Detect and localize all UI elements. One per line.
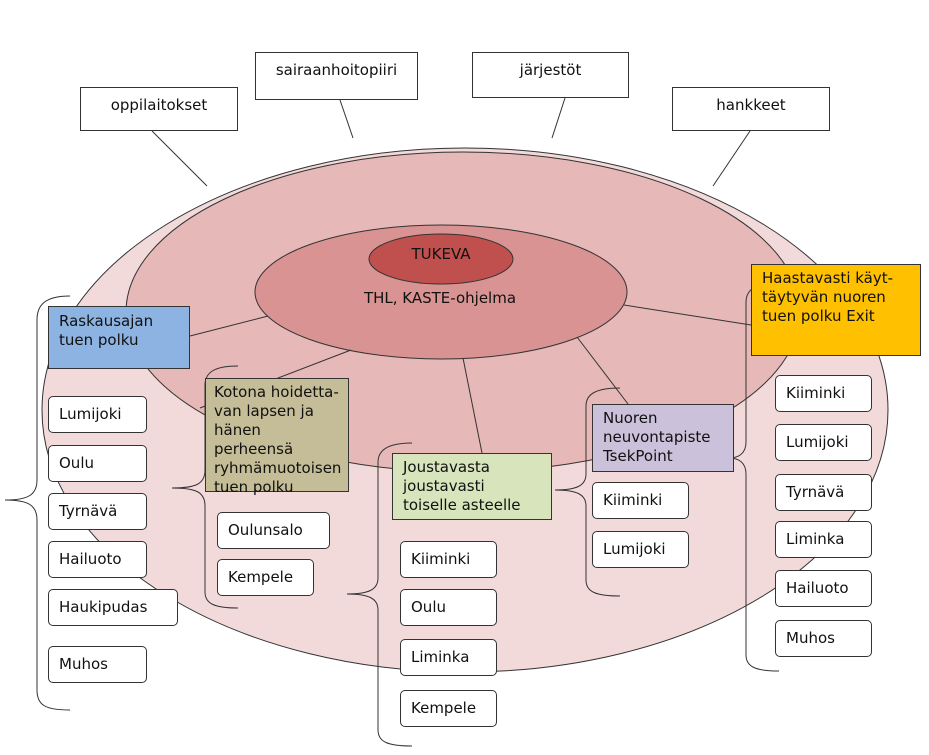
stakeholder-box-sairaanhoitopiiri: sairaanhoitopiiri: [255, 52, 418, 100]
place-challenging-tyrnava: Tyrnävä: [775, 474, 872, 511]
place-flexible-kiiminki: Kiiminki: [400, 541, 497, 578]
path-box-youth-counseling: Nuoren neuvontapiste TsekPoint: [592, 404, 734, 472]
line-hankkeet: [712, 130, 751, 187]
place-flexible-kempele: Kempele: [400, 690, 497, 727]
core-ellipse: [368, 233, 514, 285]
place-pregnancy-oulu: Oulu: [48, 445, 147, 482]
spoke-challenging: [623, 304, 752, 326]
place-challenging-hailuoto: Hailuoto: [775, 570, 872, 607]
place-pregnancy-haukipudas: Haukipudas: [48, 589, 178, 626]
path-box-challenging: Haastavasti käyt-täytyvän nuoren tuen po…: [751, 264, 921, 356]
place-pregnancy-tyrnava: Tyrnävä: [48, 493, 147, 530]
place-home-care-kempele: Kempele: [217, 559, 314, 596]
place-pregnancy-muhos: Muhos: [48, 646, 147, 683]
spoke-pregnancy: [189, 315, 269, 337]
place-challenging-kiiminki: Kiiminki: [775, 375, 872, 412]
place-flexible-liminka: Liminka: [400, 639, 497, 676]
stakeholder-box-jarjestot: järjestöt: [472, 52, 629, 98]
inner-ellipse: [254, 224, 628, 360]
brace-flexible: [346, 442, 413, 747]
place-home-care-oulunsalo: Oulunsalo: [217, 512, 330, 549]
stakeholder-box-oppilaitokset: oppilaitokset: [80, 87, 238, 131]
inner-label: THL, KASTE-ohjelma: [363, 289, 517, 307]
brace-youth: [554, 387, 621, 597]
spoke-youth: [576, 336, 629, 405]
stakeholder-box-hankkeet: hankkeet: [672, 87, 830, 131]
place-flexible-oulu: Oulu: [400, 589, 497, 626]
line-sairaanhoitopiiri: [339, 99, 354, 139]
place-challenging-liminka: Liminka: [775, 521, 872, 558]
place-pregnancy-lumijoki: Lumijoki: [48, 396, 147, 433]
line-jarjestot: [551, 97, 566, 139]
line-oppilaitokset: [151, 130, 208, 187]
core-label: TUKEVA: [411, 245, 471, 263]
path-box-flexible: Joustavasta joustavasti toiselle asteell…: [392, 453, 552, 520]
brace-home-care: [171, 365, 239, 609]
place-pregnancy-hailuoto: Hailuoto: [48, 541, 147, 578]
path-box-pregnancy: Raskausajan tuen polku: [48, 306, 190, 369]
brace-pregnancy: [4, 295, 71, 711]
place-challenging-lumijoki: Lumijoki: [775, 424, 872, 461]
place-youth-kiiminki: Kiiminki: [592, 482, 689, 519]
place-youth-lumijoki: Lumijoki: [592, 531, 689, 568]
spoke-flexible: [462, 357, 483, 454]
path-box-home-care: Kotona hoidetta-van lapsen ja hänen perh…: [205, 378, 349, 496]
place-challenging-muhos: Muhos: [775, 620, 872, 657]
